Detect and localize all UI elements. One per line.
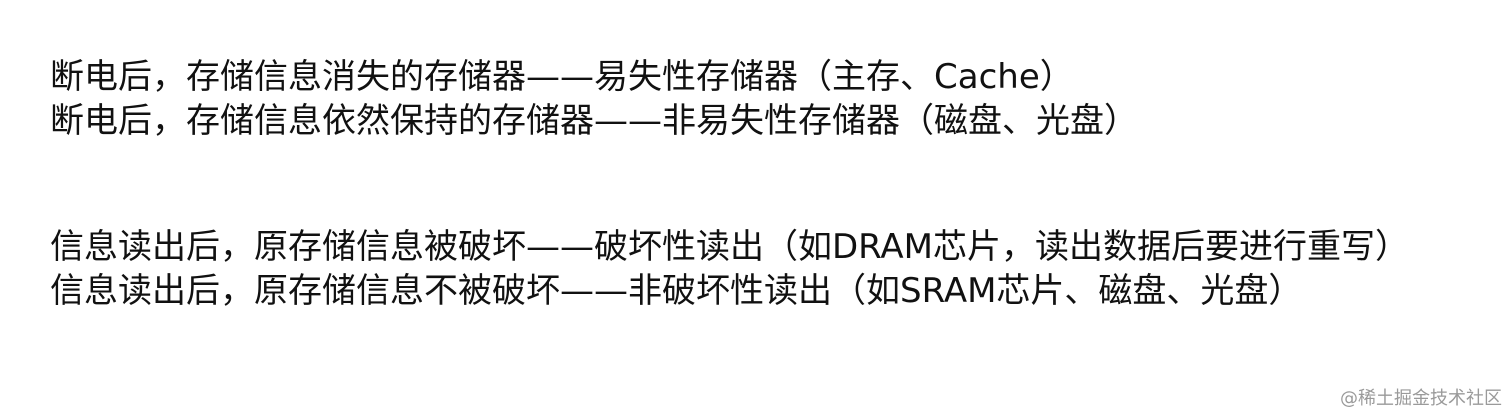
- text-line-volatile-memory: 断电后，存储信息消失的存储器——易失性存储器（主存、Cache）: [50, 57, 1074, 97]
- text-line-nondestructive-read: 信息读出后，原存储信息不被破坏——非破坏性读出（如SRAM芯片、磁盘、光盘）: [50, 271, 1303, 311]
- watermark-text: @稀土掘金技术社区: [1340, 388, 1502, 409]
- text-line-destructive-read: 信息读出后，原存储信息被破坏——破坏性读出（如DRAM芯片，读出数据后要进行重写…: [50, 227, 1410, 267]
- text-line-nonvolatile-memory: 断电后，存储信息依然保持的存储器——非易失性存储器（磁盘、光盘）: [50, 101, 1138, 141]
